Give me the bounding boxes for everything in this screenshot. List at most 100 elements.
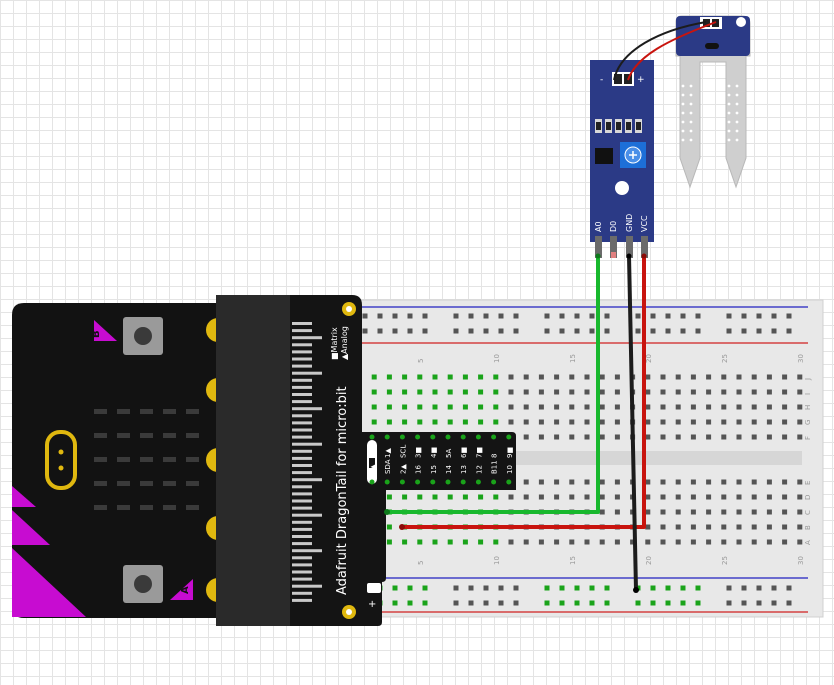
rail-hole (665, 600, 671, 606)
wire-vcc-red[interactable] (402, 256, 646, 529)
rail-hole (453, 313, 459, 319)
led (117, 433, 130, 438)
led (163, 457, 176, 462)
breadboard-hole (782, 524, 788, 530)
breadboard-hole (614, 389, 620, 395)
rail-hole (665, 585, 671, 591)
breadboard-hole (782, 509, 788, 515)
rail-hole (559, 585, 565, 591)
breadboard-hole (493, 374, 499, 380)
breadboard-hole (447, 404, 453, 410)
breadboard-hole (660, 539, 666, 545)
breadboard-hole (766, 509, 772, 515)
probe-trace-dot (727, 102, 731, 106)
rail-hole (786, 313, 792, 319)
edge-finger (292, 492, 312, 496)
breadboard-hole (751, 419, 757, 425)
rail-hole (650, 313, 656, 319)
edge-finger (292, 322, 312, 325)
rail-hole (468, 585, 474, 591)
sensor-pin (595, 236, 602, 258)
column-number: 5 (417, 561, 425, 565)
column-number: 15 (569, 354, 577, 363)
breadboard-hole (721, 509, 727, 515)
breadboard-hole (538, 404, 544, 410)
mounting-hole-bottom-center (346, 609, 352, 615)
breadboard-hole (675, 419, 681, 425)
edge-finger (292, 464, 312, 467)
rail-hole (695, 600, 701, 606)
rail-hole (680, 585, 686, 591)
breadboard-hole (417, 419, 423, 425)
microbit-logo-pad (45, 430, 77, 490)
breadboard-hole (584, 389, 590, 395)
breadboard-hole (706, 509, 712, 515)
column-number: 30 (797, 556, 805, 565)
breadboard-hole (706, 479, 712, 485)
rail-hole (635, 328, 641, 334)
probe-trace-dot (735, 84, 739, 88)
breadboard-hole (447, 374, 453, 380)
probe-trace-dot (681, 120, 685, 124)
breadboard-hole (751, 374, 757, 380)
led (140, 505, 153, 510)
edge-finger (292, 535, 312, 538)
breadboard-hole (493, 419, 499, 425)
dragontail-pin-label: 9■ (506, 447, 514, 458)
dragontail-pin (445, 434, 451, 440)
rail-hole (392, 600, 398, 606)
edge-finger (292, 329, 312, 333)
rail-minus-label: + (368, 599, 376, 610)
probe-trace-dot (689, 138, 693, 142)
breadboard-hole (599, 434, 605, 440)
row-letter: E (804, 481, 812, 485)
dragontail-body (216, 295, 516, 626)
wire-green-end (384, 509, 390, 515)
edge-finger (292, 556, 312, 560)
rail-hole (513, 600, 519, 606)
breadboard-hole (721, 374, 727, 380)
button-a-cap[interactable] (134, 575, 152, 593)
breadboard-hole (584, 479, 590, 485)
power-switch-knob[interactable] (369, 458, 375, 468)
wire-a0-green[interactable] (387, 256, 600, 514)
breadboard-hole (584, 374, 590, 380)
edge-finger (292, 407, 322, 411)
led (117, 505, 130, 510)
edge-finger (292, 442, 322, 446)
rail-hole (559, 328, 565, 334)
rail-hole (422, 313, 428, 319)
dragontail-pin (430, 479, 436, 485)
wires (384, 21, 717, 593)
dragontail-pin-label: 10 (506, 465, 514, 474)
breadboard-hole (706, 374, 712, 380)
dragontail-pin (415, 479, 421, 485)
dragontail-pin (445, 479, 451, 485)
edge-finger (292, 485, 312, 489)
rail-hole (665, 328, 671, 334)
dragontail-pin (491, 434, 497, 440)
edge-finger (292, 591, 312, 595)
mounting-hole-top-center (346, 306, 352, 312)
rail-hole (407, 585, 413, 591)
rail-hole (604, 600, 610, 606)
edge-finger (292, 478, 322, 482)
rail-hole (695, 585, 701, 591)
probe-trace-dot (681, 129, 685, 133)
wire-black-start (626, 253, 632, 259)
dragontail-pin-label: 5A (445, 449, 453, 458)
breadboard-hole (736, 494, 742, 500)
edge-finger (292, 527, 312, 531)
wire-gnd-black[interactable] (627, 255, 638, 591)
probe-trace-dot (735, 129, 739, 133)
probe-head (676, 16, 750, 56)
column-number: 10 (493, 556, 501, 565)
sensor-smd-components (595, 119, 642, 133)
breadboard-hole (797, 404, 803, 410)
breadboard-hole (584, 404, 590, 410)
rail-hole (665, 313, 671, 319)
button-b-cap[interactable] (134, 327, 152, 345)
